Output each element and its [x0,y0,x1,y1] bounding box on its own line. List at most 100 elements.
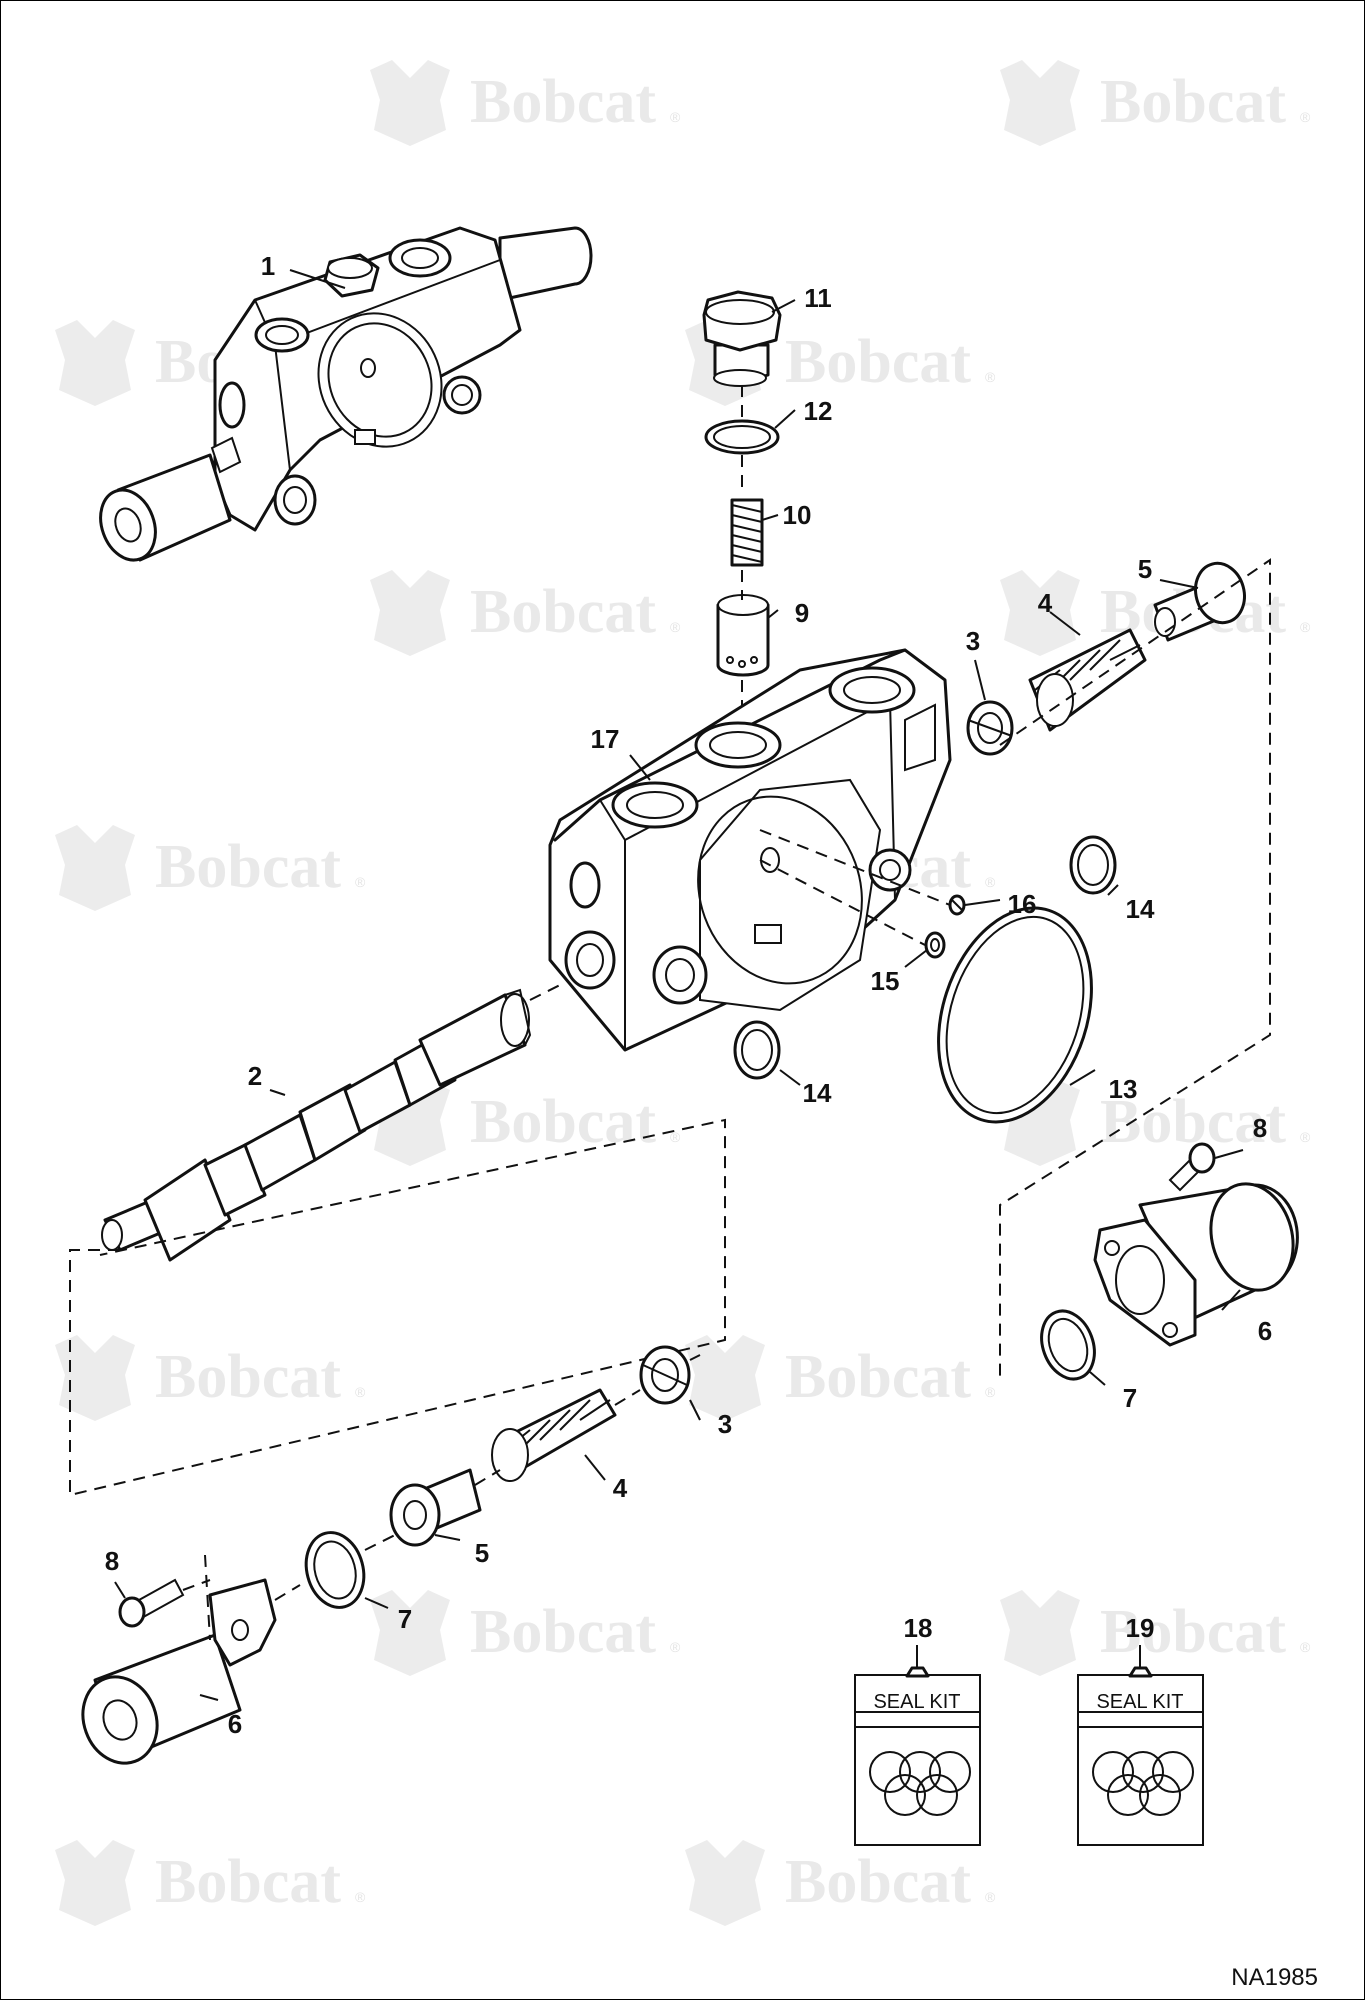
part-3-spring-seat-upper [966,700,1014,756]
part-7-o-ring-lower [304,1531,366,1609]
bobcat-logo-icon [685,1840,765,1926]
part-5-spring-retainer-lower [389,1468,482,1547]
assembly-dashed-bracket-left [69,1118,726,1497]
bobcat-logo-icon [370,570,450,656]
assembly-dashed-bracket-right [999,558,1271,1380]
callout-4-lower: 4 [613,1473,628,1503]
callout-16: 16 [1008,889,1037,919]
seal-kit-hang-tab-icon [1128,1666,1153,1678]
callout-3-lower: 3 [718,1409,732,1439]
watermark-reg-mark: ® [670,1129,681,1145]
callout-numbers: 1 2 3 3 4 4 5 5 6 6 7 7 8 8 9 10 11 12 1… [105,251,1272,1739]
watermark-text: Bobcat [155,1343,341,1411]
bobcat-logo-icon [1000,60,1080,146]
callout-17: 17 [591,724,620,754]
callout-14-lower: 14 [803,1078,832,1108]
watermark-reg-mark: ® [985,369,996,385]
watermark-11: Bobcat ® [55,1335,366,1421]
bobcat-logo-icon [685,1335,765,1421]
center-line-15-16 [759,829,951,946]
part-10-spring [730,498,764,567]
callout-11: 11 [804,283,832,313]
watermark-15: Bobcat ® [55,1840,366,1926]
seal-kit-19: SEAL KIT [1077,1666,1204,1846]
watermark-5: Bobcat ® [370,570,681,656]
watermark-13: Bobcat ® [370,1590,681,1676]
seal-kit-hang-tab-icon [905,1666,930,1678]
callout-19: 19 [1126,1613,1155,1643]
watermark-reg-mark: ® [1300,109,1311,125]
part-16-set-screw [948,894,966,916]
assembly-dashed-bracket-lower [204,1554,211,1641]
callout-7-lower: 7 [398,1604,412,1634]
part-3-spring-seat-lower [639,1345,691,1405]
watermark-reg-mark: ® [355,1889,366,1905]
watermark-reg-mark: ® [985,874,996,890]
callout-1: 1 [261,251,275,281]
part-11-plug [702,290,782,387]
bobcat-logo-icon [370,60,450,146]
callout-5-lower: 5 [475,1538,489,1568]
watermark-reg-mark: ® [355,874,366,890]
bobcat-logo-icon [370,1590,450,1676]
part-13-o-ring-large [937,906,1093,1124]
callout-14-upper: 14 [1126,894,1155,924]
watermark-text: Bobcat [470,1598,656,1666]
watermark-12: Bobcat ® [685,1335,996,1421]
drawing-number: NA1985 [1231,1964,1318,1991]
watermark-reg-mark: ® [355,1384,366,1400]
callout-15: 15 [871,966,900,996]
bobcat-logo-icon [1000,1590,1080,1676]
watermark-14: Bobcat ® [1000,1590,1311,1676]
part-2-spool [101,988,532,1262]
watermark-reg-mark: ® [670,1639,681,1655]
callout-18: 18 [904,1613,933,1643]
watermark-reg-mark: ® [1300,619,1311,635]
part-8-screw-right [1168,1142,1216,1192]
watermark-1: Bobcat ® [370,60,681,146]
callout-6-lower: 6 [228,1709,242,1739]
watermark-reg-mark: ® [985,1384,996,1400]
bobcat-logo-icon [1000,570,1080,656]
callout-6-right: 6 [1258,1316,1272,1346]
watermark-text: Bobcat [785,1343,971,1411]
watermark-text: Bobcat [785,1848,971,1916]
watermark-reg-mark: ® [1300,1129,1311,1145]
bobcat-logo-icon [55,825,135,911]
watermark-text: Bobcat [1100,1598,1286,1666]
watermark-2: Bobcat ® [1000,60,1311,146]
part-5-spring-retainer-upper [1153,561,1246,642]
callout-3-upper: 3 [966,626,980,656]
callout-12: 12 [804,396,833,426]
watermark-text: Bobcat [470,68,656,136]
o-rings-icon [1092,1751,1194,1816]
leader-lines [114,269,1244,1701]
watermark-text: Bobcat [155,1848,341,1916]
watermark-reg-mark: ® [985,1889,996,1905]
center-line-lower [182,1354,701,1601]
watermark-7: Bobcat ® [55,825,366,911]
part-15-plug [924,931,946,959]
watermark-reg-mark: ® [670,109,681,125]
part-7-o-ring-right [1040,1309,1096,1381]
callout-5-upper: 5 [1138,554,1152,584]
callout-7-right: 7 [1123,1383,1137,1413]
watermark-text: Bobcat [470,1088,656,1156]
callout-4-upper: 4 [1038,588,1053,618]
watermark-text: Bobcat [1100,68,1286,136]
bobcat-logo-icon [55,1335,135,1421]
center-line-spool [529,984,561,1001]
part-17-valve-body [548,648,952,1052]
watermark-text: Bobcat [785,328,971,396]
callout-9: 9 [795,598,809,628]
callout-10: 10 [783,500,812,530]
seal-kit-19-label: SEAL KIT [1096,1691,1183,1713]
part-8-screw-lower [118,1578,185,1628]
bobcat-logo-icon [55,1840,135,1926]
part-6-end-cap-right [1093,1182,1299,1347]
part-4-spring-lower [491,1388,617,1482]
o-rings-icon [869,1751,971,1816]
watermark-text: Bobcat [470,578,656,646]
